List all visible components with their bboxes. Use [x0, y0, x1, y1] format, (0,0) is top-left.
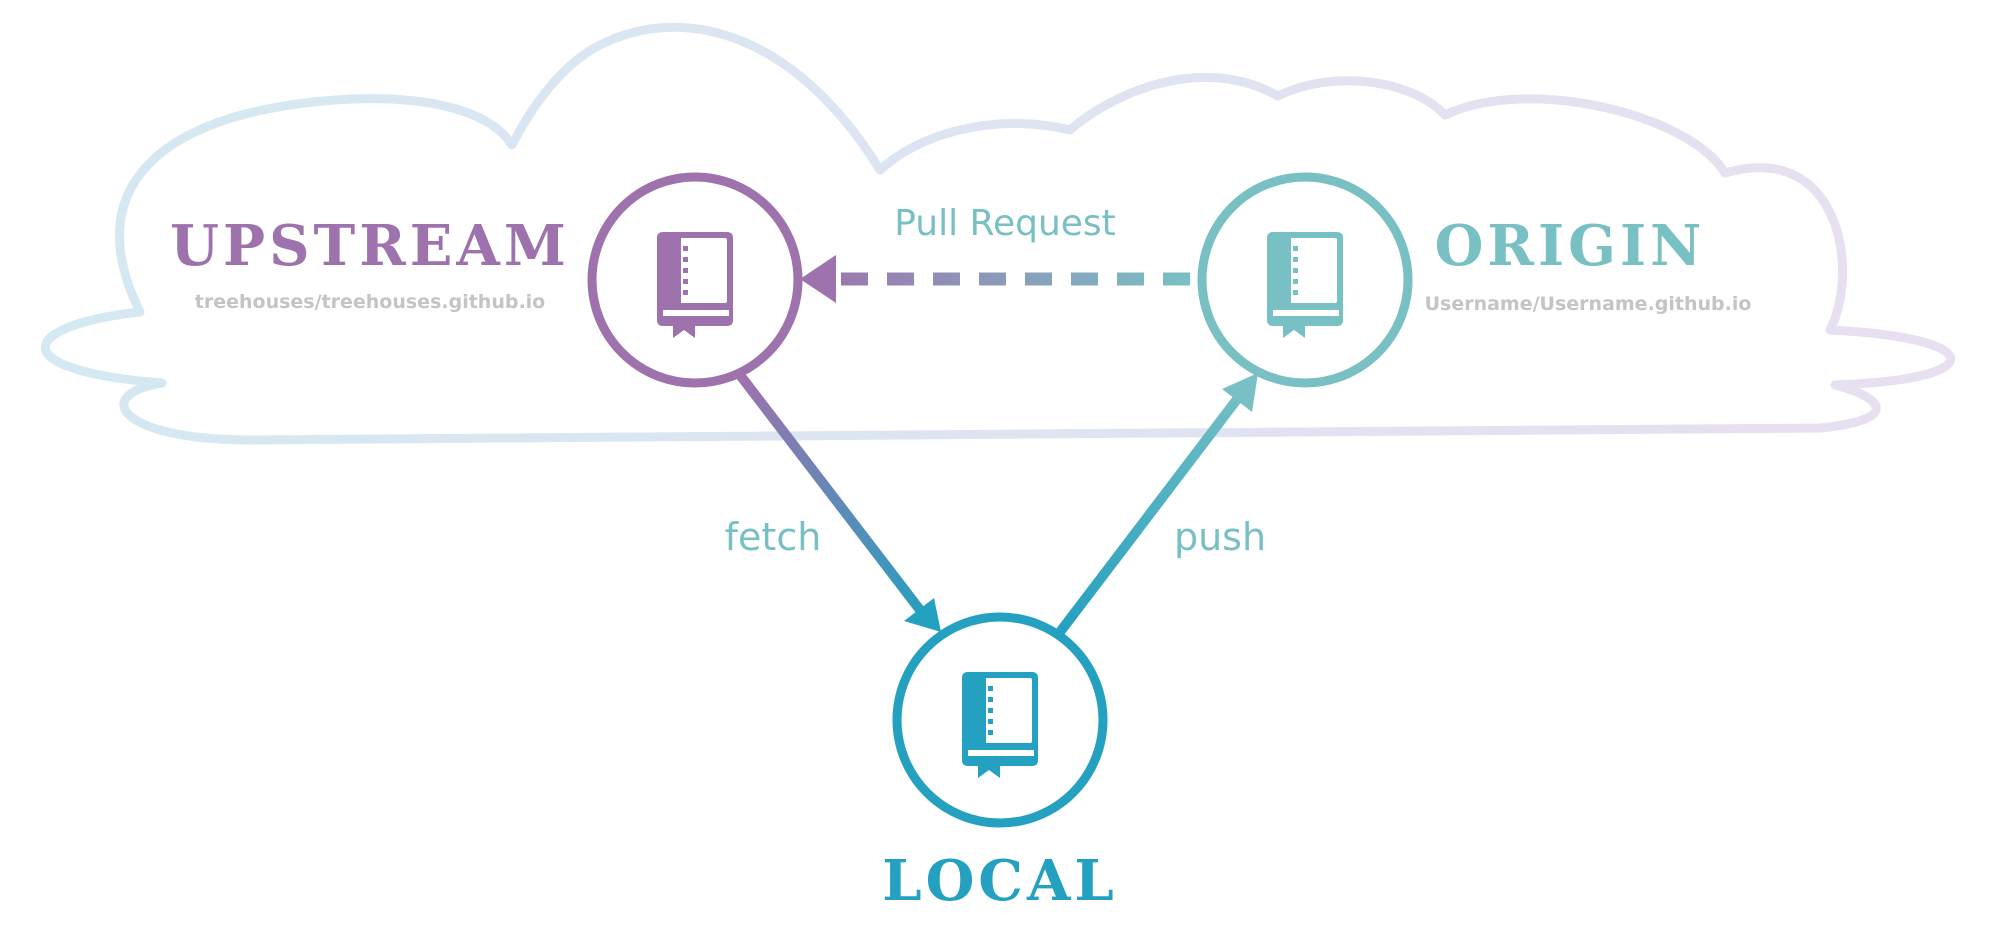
origin-title: ORIGIN: [1435, 213, 1706, 279]
book-repo-icon: [962, 672, 1038, 778]
upstream-subtitle: treehouses/treehouses.github.io: [195, 291, 545, 313]
upstream-node: [587, 172, 803, 388]
push-label: push: [1174, 515, 1266, 559]
local-node: [892, 612, 1108, 828]
push-arrow: [1056, 373, 1258, 636]
origin-subtitle: Username/Username.github.io: [1425, 293, 1752, 315]
upstream-title: UPSTREAM: [170, 213, 570, 279]
origin-node: [1197, 172, 1413, 388]
book-repo-icon: [657, 232, 733, 338]
pull-request-arrow: [800, 255, 1190, 303]
book-repo-icon: [1267, 232, 1343, 338]
cloud-outline: [41, 22, 1955, 445]
local-title: LOCAL: [882, 848, 1118, 914]
fetch-label: fetch: [725, 515, 822, 559]
fetch-arrow: [736, 371, 941, 632]
pull-request-label: Pull Request: [894, 203, 1116, 244]
